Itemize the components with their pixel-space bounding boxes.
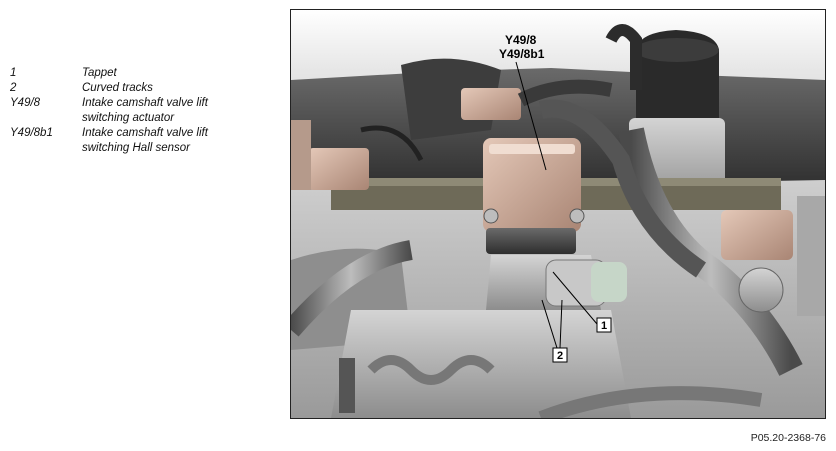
legend-key: Y49/8b1	[10, 127, 53, 139]
engine-illustration: Y49/8 Y49/8b1 1 2	[290, 9, 826, 419]
left-edge-connector	[291, 120, 311, 190]
right-connector	[721, 210, 793, 260]
top-connector	[461, 88, 521, 120]
sensor-stem	[339, 358, 355, 413]
legend-text-line: Intake camshaft valve lift	[82, 127, 208, 139]
legend-text: Intake camshaft valve lift switching act…	[82, 96, 270, 126]
legend-key: 2	[10, 82, 17, 94]
callout-line-2a	[541, 299, 558, 349]
oil-cap-top	[635, 38, 719, 62]
callout-label-actuator: Y49/8	[505, 33, 537, 47]
right-pulley	[738, 267, 784, 313]
callout-number-1: 1	[601, 320, 607, 332]
right-edge-part	[797, 196, 825, 316]
legend-row-1: 1 Tappet	[10, 66, 270, 81]
right-hose	[618, 127, 803, 376]
legend-text: Curved tracks	[82, 81, 270, 96]
figure-reference-code: P05.20-2368-76	[750, 432, 826, 444]
legend-text-line: Intake camshaft valve lift	[82, 97, 208, 109]
legend: 1 Tappet 2 Curved tracks Y49/8 Intake ca…	[10, 66, 270, 156]
top-hose	[517, 79, 613, 107]
legend-text: Tappet	[82, 66, 270, 81]
curved-track-ring	[591, 262, 627, 302]
callout-box-1	[596, 317, 612, 333]
legend-text-line: Tappet	[82, 67, 117, 79]
lower-left-hose	[291, 240, 413, 337]
callout-box-2	[552, 347, 568, 363]
actuator-base	[486, 228, 576, 254]
legend-text: Intake camshaft valve lift switching Hal…	[82, 126, 270, 156]
legend-key: Y49/8	[10, 97, 41, 109]
legend-row-3: Y49/8 Intake camshaft valve lift switchi…	[10, 96, 270, 126]
wire-left	[360, 125, 424, 162]
coolant-hose	[538, 99, 707, 278]
callout-line-1	[552, 271, 598, 325]
bolt-left	[483, 208, 499, 224]
legend-text-line: switching actuator	[82, 112, 175, 124]
breather-hose	[605, 24, 642, 90]
legend-text-line: switching Hall sensor	[82, 142, 191, 154]
callout-label-hall-sensor: Y49/8b1	[499, 47, 545, 61]
engine-drawing: Y49/8 Y49/8b1 1 2	[291, 10, 825, 418]
casting-ribs	[367, 355, 495, 385]
callout-number-2: 2	[557, 350, 563, 362]
bottom-hose	[538, 386, 763, 418]
legend-row-2: 2 Curved tracks	[10, 81, 270, 96]
legend-text-line: Curved tracks	[82, 82, 153, 94]
left-connector	[309, 148, 369, 190]
callout-line-top	[515, 61, 547, 171]
bolt-right	[569, 208, 585, 224]
actuator-highlight	[489, 144, 575, 154]
callout-line-2b	[559, 299, 563, 349]
legend-key: 1	[10, 67, 17, 79]
valve-lift-actuator	[483, 138, 581, 232]
legend-row-4: Y49/8b1 Intake camshaft valve lift switc…	[10, 126, 270, 156]
